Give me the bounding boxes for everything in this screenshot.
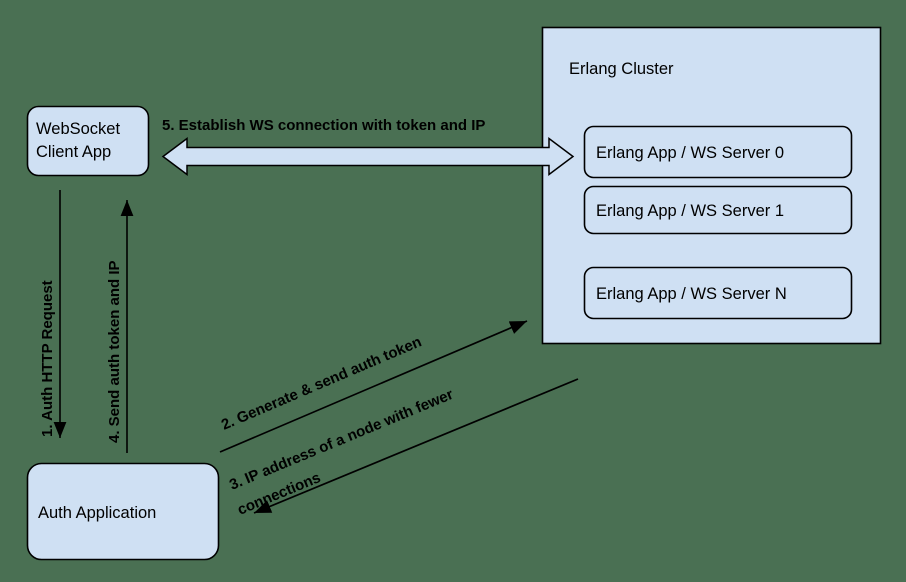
websocket-client-label-line2: Client App — [36, 143, 111, 161]
flow-label-step-4: 4. Send auth token and IP — [106, 260, 123, 443]
flow-arrow-step-2[interactable] — [219, 320, 528, 453]
erlang-server-0-box[interactable] — [583, 125, 853, 179]
flow-arrow-step-3[interactable] — [253, 378, 579, 514]
erlang-server-n-label: Erlang App / WS Server N — [596, 285, 787, 303]
erlang-server-1-box[interactable] — [583, 185, 853, 235]
auth-application-label: Auth Application — [38, 504, 156, 522]
flow-label-step-5: 5. Establish WS connection with token an… — [162, 117, 485, 134]
erlang-server-n-box[interactable] — [583, 266, 853, 320]
erlang-server-1-label: Erlang App / WS Server 1 — [596, 202, 784, 220]
flow-label-step-1: 1. Auth HTTP Request — [39, 280, 56, 437]
flow-arrow-step-5[interactable] — [161, 137, 575, 176]
erlang-cluster-title: Erlang Cluster — [569, 60, 674, 78]
erlang-server-0-label: Erlang App / WS Server 0 — [596, 144, 784, 162]
websocket-client-label-line1: WebSocket — [36, 120, 120, 138]
auth-application-box[interactable] — [26, 462, 220, 561]
websocket-client-box[interactable] — [26, 105, 150, 177]
